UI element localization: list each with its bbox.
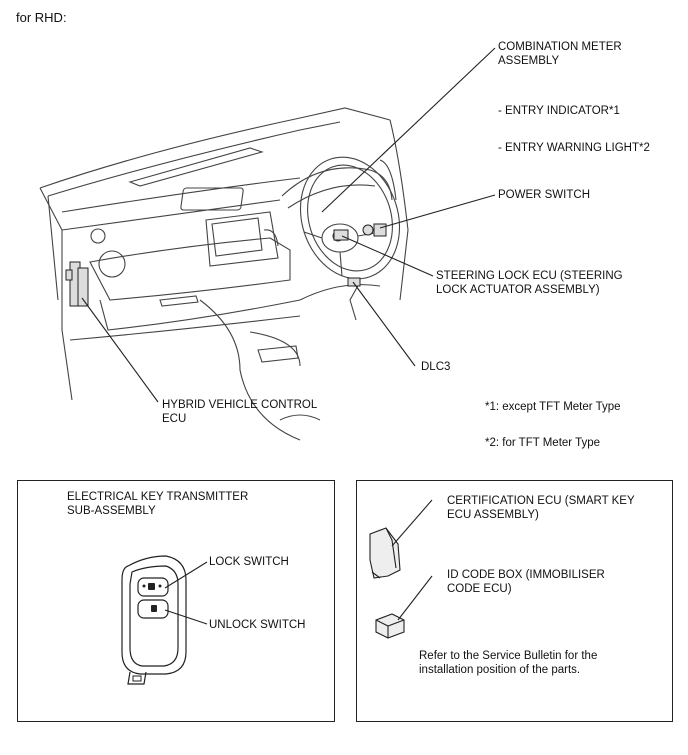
note-2: *2: for TFT Meter Type xyxy=(485,437,601,449)
entry-warning-light-label: - ENTRY WARNING LIGHT*2 xyxy=(498,142,650,154)
entry-indicator-label: - ENTRY INDICATOR*1 xyxy=(498,105,620,117)
combination-meter-label: COMBINATION METER ASSEMBLY xyxy=(498,41,622,67)
id-code-box-label: ID CODE BOX (IMMOBILISER CODE ECU) xyxy=(447,569,605,595)
power-switch-label: POWER SWITCH xyxy=(498,189,590,201)
key-transmitter-panel xyxy=(17,480,335,722)
note-1: *1: except TFT Meter Type xyxy=(485,401,621,413)
service-bulletin-note: Refer to the Service Bulletin for the in… xyxy=(419,650,598,676)
certification-ecu-label: CERTIFICATION ECU (SMART KEY ECU ASSEMBL… xyxy=(447,495,635,521)
key-transmitter-title: ELECTRICAL KEY TRANSMITTER SUB-ASSEMBLY xyxy=(67,491,249,517)
dlc3-label: DLC3 xyxy=(421,361,451,373)
unlock-switch-label: UNLOCK SWITCH xyxy=(209,619,306,631)
hybrid-ecu-label: HYBRID VEHICLE CONTROL ECU xyxy=(162,399,318,425)
lock-switch-label: LOCK SWITCH xyxy=(209,556,289,568)
dashboard-illustration xyxy=(39,47,496,441)
ecu-panel xyxy=(356,480,673,722)
steering-lock-ecu-label: STEERING LOCK ECU (STEERING LOCK ACTUATO… xyxy=(436,270,623,296)
page-title: for RHD: xyxy=(16,10,67,25)
